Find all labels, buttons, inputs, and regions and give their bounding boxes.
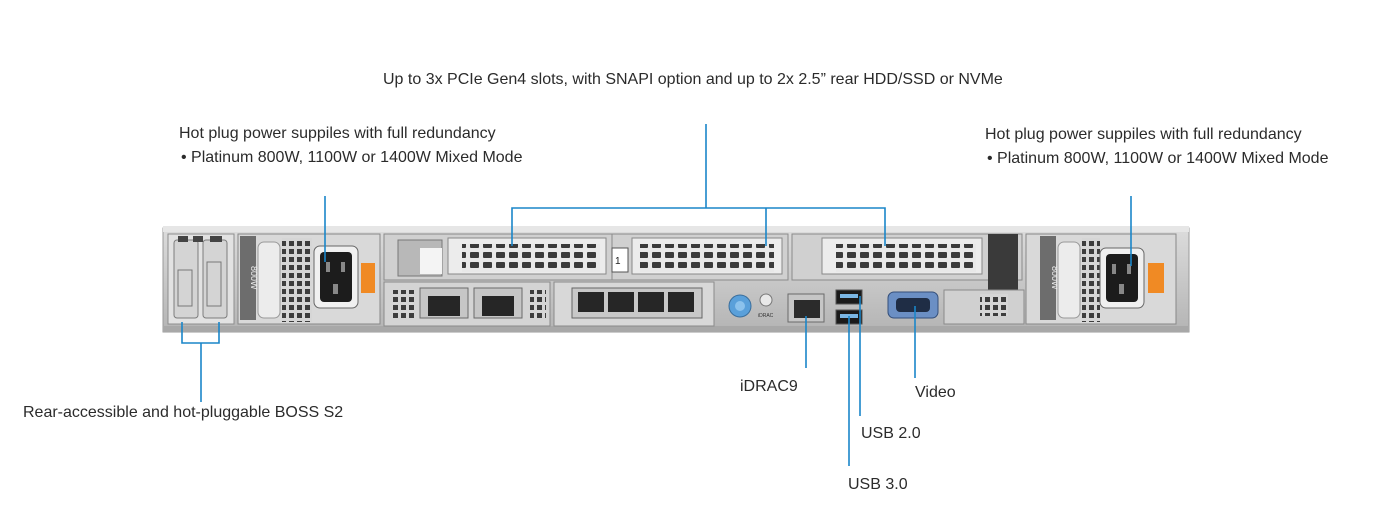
- lom-rj45-ports: [383, 281, 551, 327]
- psu-right: 800W: [1025, 233, 1177, 325]
- boss-s2-module: [167, 233, 235, 325]
- chassis-top-lip: [163, 226, 1189, 232]
- psu-right-callout-label: Hot plug power suppiles with full redund…: [985, 123, 1328, 171]
- idrac-port-label: iDRAC: [758, 313, 774, 319]
- usb3-callout-label: USB 3.0: [848, 476, 908, 493]
- system-id-button: iDRAC: [728, 293, 774, 319]
- video-callout-label: Video: [915, 384, 956, 401]
- psu-right-detail: • Platinum 800W, 1100W or 1400W Mixed Mo…: [987, 150, 1329, 167]
- pcie-slot-2: 1: [611, 233, 789, 281]
- pcie-slot-1: [383, 233, 613, 281]
- psu-left-detail: • Platinum 800W, 1100W or 1400W Mixed Mo…: [181, 149, 523, 166]
- rear-io-vents-right: [943, 289, 1025, 325]
- vga-video-port: [887, 291, 939, 319]
- psu-right-title: Hot plug power suppiles with full redund…: [985, 126, 1302, 143]
- idrac-callout-label: iDRAC9: [740, 378, 798, 395]
- pcie-callout-label: Up to 3x PCIe Gen4 slots, with SNAPI opt…: [383, 71, 1003, 88]
- pcie-callout-bracket: [511, 207, 886, 246]
- pcie-slot-3: [791, 233, 1023, 290]
- callout-lines: [181, 124, 1132, 466]
- psu-left-title: Hot plug power suppiles with full redund…: [179, 125, 496, 142]
- boss-callout-label: Rear-accessible and hot-pluggable BOSS S…: [23, 404, 344, 421]
- riser-1-number: 1: [615, 256, 621, 267]
- ocp-nic-card: [553, 281, 715, 327]
- usb2-callout-label: USB 2.0: [861, 425, 921, 442]
- psu-left-callout-label: Hot plug power suppiles with full redund…: [179, 122, 522, 170]
- chassis-bottom-lip: [163, 326, 1189, 332]
- psu-left-wattage: 800W: [249, 266, 259, 290]
- psu-left: 800W: [237, 233, 381, 325]
- psu-right-wattage: 800W: [1050, 266, 1060, 290]
